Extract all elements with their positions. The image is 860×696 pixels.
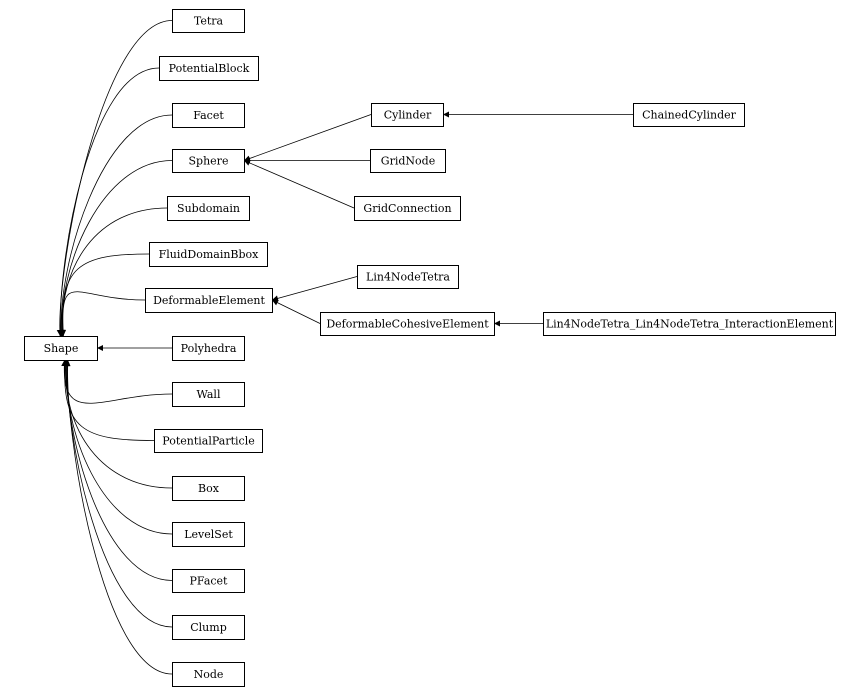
class-node-lin4nodetetra-interaction[interactable]: Lin4NodeTetra_Lin4NodeTetra_InteractionE…: [543, 312, 836, 336]
class-node-box: [172, 615, 245, 640]
class-node-box: [149, 242, 268, 267]
inheritance-edge: [271, 299, 321, 324]
inheritance-edge: [57, 67, 160, 337]
class-node-clump[interactable]: Clump: [172, 615, 245, 640]
class-node-box: [370, 149, 446, 173]
class-node-label: Lin4NodeTetra: [366, 271, 450, 284]
inheritance-edge: [243, 114, 372, 162]
class-node-fluiddomainbbox[interactable]: FluidDomainBbox: [149, 242, 268, 267]
class-node-label: Sphere: [189, 155, 229, 168]
inheritance-edge: [62, 359, 173, 489]
class-node-label: Cylinder: [384, 109, 432, 122]
inheritance-edge: [61, 359, 173, 404]
class-node-box: [159, 56, 259, 81]
class-node-box: [172, 336, 245, 361]
class-node-subdomain[interactable]: Subdomain: [167, 196, 250, 221]
class-node-facet[interactable]: Facet: [172, 103, 245, 128]
class-node-label: PotentialBlock: [169, 62, 250, 75]
class-node-box: [543, 312, 836, 336]
class-node-box: [354, 196, 461, 221]
class-node-box: [633, 103, 745, 127]
class-node-box: [172, 103, 245, 128]
class-node-shape[interactable]: Shape: [24, 336, 98, 361]
class-node-box: [172, 476, 245, 501]
class-node-box[interactable]: Box: [172, 476, 245, 501]
class-node-label: Clump: [190, 621, 227, 634]
class-node-deformablecohesiveelement[interactable]: DeformableCohesiveElement: [320, 312, 495, 336]
class-node-label: DeformableElement: [153, 294, 265, 307]
class-node-gridnode[interactable]: GridNode: [370, 149, 446, 173]
class-node-tetra[interactable]: Tetra: [172, 9, 245, 33]
class-node-label: Subdomain: [177, 202, 240, 215]
class-node-box: [172, 662, 245, 687]
class-node-box: [371, 103, 444, 127]
inheritance-edge: [57, 114, 173, 337]
inheritance-edge: [58, 207, 168, 337]
class-node-label: GridNode: [381, 155, 435, 168]
class-node-label: PotentialParticle: [162, 435, 254, 448]
class-node-label: DeformableCohesiveElement: [326, 318, 489, 331]
class-node-label: PFacet: [190, 575, 229, 588]
inheritance-edge: [63, 359, 173, 581]
class-node-potentialblock[interactable]: PotentialBlock: [159, 56, 259, 81]
class-node-label: Tetra: [194, 15, 224, 28]
class-node-cylinder[interactable]: Cylinder: [371, 103, 444, 127]
inheritance-edge: [271, 276, 358, 302]
class-node-node[interactable]: Node: [172, 662, 245, 687]
class-node-box: [154, 429, 263, 453]
class-node-label: FluidDomainBbox: [159, 248, 260, 261]
inheritance-edge: [243, 160, 355, 209]
class-node-label: Facet: [193, 109, 224, 122]
class-nodes: Shape TetraPotentialBlockFacetSphereSubdo…: [24, 9, 836, 687]
class-node-label: ChainedCylinder: [642, 109, 737, 122]
class-node-label: Box: [198, 482, 220, 495]
class-node-lin4nodetetra[interactable]: Lin4NodeTetra: [357, 265, 459, 289]
inheritance-edge: [64, 359, 173, 628]
class-node-label: LevelSet: [184, 528, 233, 541]
class-node-box: [172, 382, 245, 407]
class-node-box: [172, 149, 245, 173]
class-node-chainedcylinder[interactable]: ChainedCylinder: [633, 103, 745, 127]
class-node-box: [172, 9, 245, 33]
class-node-label: Node: [194, 668, 224, 681]
class-node-label: Wall: [197, 388, 221, 401]
class-node-gridconnection[interactable]: GridConnection: [354, 196, 461, 221]
class-node-levelset[interactable]: LevelSet: [172, 522, 245, 547]
class-node-label: Lin4NodeTetra_Lin4NodeTetra_InteractionE…: [546, 318, 834, 331]
class-node-box: [172, 522, 245, 547]
class-node-label: GridConnection: [363, 202, 451, 215]
inheritance-edge: [60, 291, 146, 337]
inheritance-edge: [61, 359, 155, 441]
class-node-box: [172, 569, 245, 593]
class-node-box: [24, 336, 98, 361]
inheritance-edge: [59, 253, 150, 337]
class-node-box: [145, 288, 273, 313]
class-node-label: Shape: [44, 342, 79, 355]
class-node-polyhedra[interactable]: Polyhedra: [172, 336, 245, 361]
class-node-deformableelement[interactable]: DeformableElement: [145, 288, 273, 313]
class-node-wall[interactable]: Wall: [172, 382, 245, 407]
class-node-box: [320, 312, 495, 336]
class-node-pfacet[interactable]: PFacet: [172, 569, 245, 593]
inheritance-edge: [64, 359, 173, 675]
class-node-box: [357, 265, 459, 289]
class-node-label: Polyhedra: [181, 342, 237, 355]
class-node-box: [167, 196, 250, 221]
inheritance-edges: [56, 20, 633, 675]
class-node-sphere[interactable]: Sphere: [172, 149, 245, 173]
class-node-potentialparticle[interactable]: PotentialParticle: [154, 429, 263, 453]
